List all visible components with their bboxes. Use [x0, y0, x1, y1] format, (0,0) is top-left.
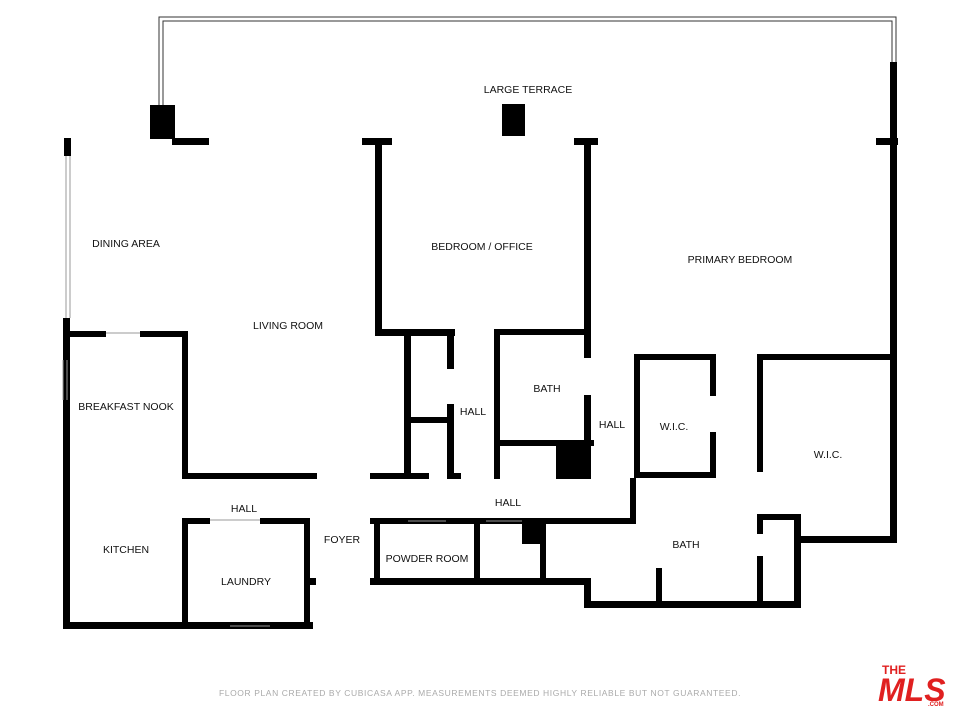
label-hall-lower-center: HALL: [495, 497, 521, 509]
label-living-room: LIVING ROOM: [253, 320, 323, 332]
logo-main-text: MLS: [878, 672, 946, 708]
label-bath-upper: BATH: [533, 383, 560, 395]
room-labels: LARGE TERRACE DINING AREA LIVING ROOM BE…: [78, 84, 842, 588]
mls-logo: THE MLS .COM: [878, 663, 946, 708]
label-wic-left: W.I.C.: [660, 421, 689, 433]
label-hall-lower-left: HALL: [231, 503, 257, 515]
label-laundry: LAUNDRY: [221, 576, 271, 588]
label-wic-right: W.I.C.: [814, 449, 843, 461]
label-hall-center: HALL: [460, 406, 486, 418]
terrace-railing: [158, 16, 897, 107]
label-primary-bedroom: PRIMARY BEDROOM: [688, 254, 793, 266]
label-kitchen: KITCHEN: [103, 544, 149, 556]
logo-the-text: THE: [882, 663, 906, 677]
window-lines: [62, 156, 522, 627]
walls: [63, 62, 898, 629]
label-hall-right: HALL: [599, 419, 625, 431]
footer-disclaimer: FLOOR PLAN CREATED BY CUBICASA APP. MEAS…: [218, 688, 742, 698]
label-bath-lower: BATH: [672, 539, 699, 551]
logo-com-text: .COM: [928, 702, 944, 708]
label-large-terrace: LARGE TERRACE: [484, 84, 573, 96]
label-dining-area: DINING AREA: [92, 238, 160, 250]
label-powder-room: POWDER ROOM: [386, 553, 469, 565]
label-breakfast-nook: BREAKFAST NOOK: [78, 401, 174, 413]
label-bedroom-office: BEDROOM / OFFICE: [431, 241, 533, 253]
label-foyer: FOYER: [324, 534, 361, 546]
